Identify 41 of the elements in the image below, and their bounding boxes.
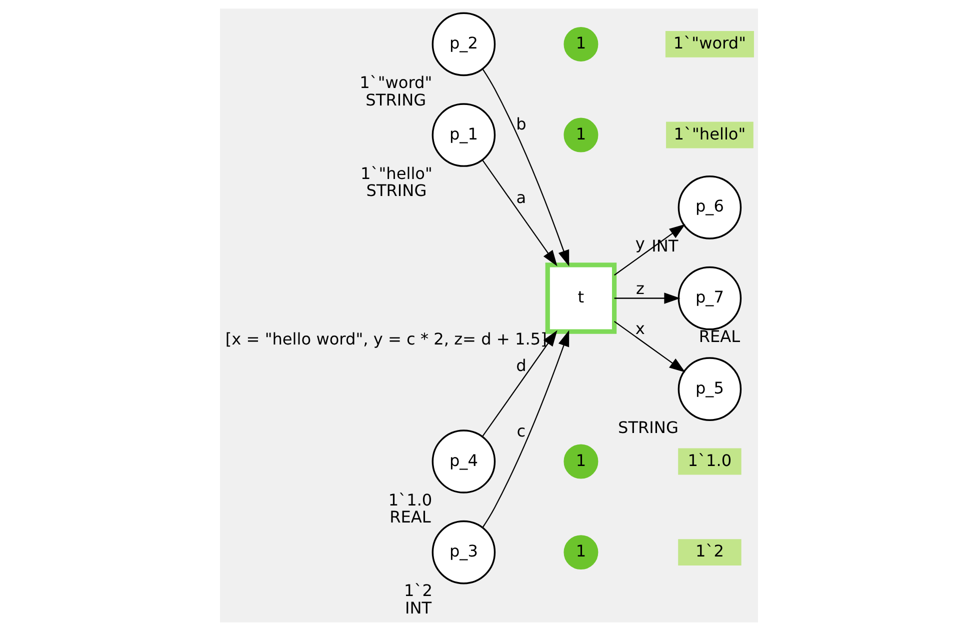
edge-label: b xyxy=(516,114,526,134)
node-label: [x = "hello word", y = c * 2, z= d + 1.5] xyxy=(224,329,546,348)
arrow xyxy=(614,320,685,372)
node-label: 1`"hello" xyxy=(360,164,432,183)
node-box: t xyxy=(544,262,616,334)
node-label: 1`1.0 xyxy=(388,490,432,510)
node-box: 1`"hello" xyxy=(666,122,753,148)
node-circle: 1 xyxy=(563,444,598,479)
node-label: STRING xyxy=(365,90,426,110)
edge-label: y xyxy=(634,234,644,254)
edge-label: c xyxy=(516,421,526,440)
node-box: 1`"word" xyxy=(664,30,754,58)
arrow xyxy=(614,292,680,304)
node-circle: p_7 xyxy=(677,266,742,330)
node-label: 1`"word" xyxy=(359,73,432,92)
arrow xyxy=(482,330,557,437)
edge-label: x xyxy=(634,319,644,338)
arrow xyxy=(482,160,557,266)
arrow xyxy=(482,330,569,528)
node-label: 1`2 xyxy=(404,581,432,600)
node-circle: p_4 xyxy=(431,430,496,494)
edge-label: a xyxy=(516,188,526,208)
arrow xyxy=(614,224,685,276)
node-circle: 1 xyxy=(563,26,598,62)
node-circle: p_5 xyxy=(677,357,742,421)
node-circle: p_6 xyxy=(677,176,742,240)
node-label: STRING xyxy=(617,418,678,437)
node-circle: 1 xyxy=(563,535,598,570)
node-box: 1`2 xyxy=(678,539,741,566)
node-label: INT xyxy=(404,598,432,618)
node-label: STRING xyxy=(366,181,426,200)
node-circle: p_1 xyxy=(431,103,496,167)
node-circle: p_2 xyxy=(431,12,496,76)
node-box: 1`1.0 xyxy=(678,448,741,475)
edge-label: z xyxy=(635,278,644,298)
node-label: INT xyxy=(651,236,678,256)
arrow xyxy=(482,68,569,266)
node-circle: p_3 xyxy=(431,520,496,584)
node-label: REAL xyxy=(389,508,430,527)
node-circle: 1 xyxy=(563,118,598,152)
edge-label: d xyxy=(516,356,526,375)
